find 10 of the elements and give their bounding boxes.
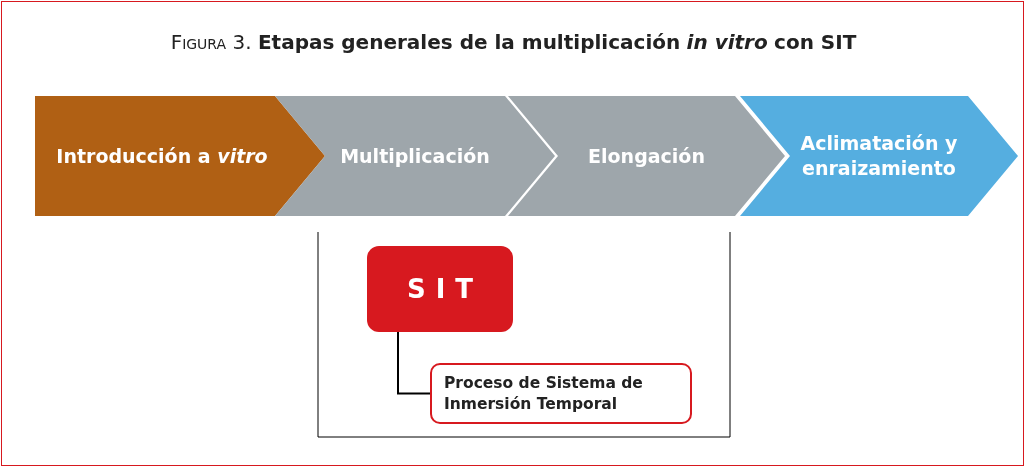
stage-label: Introducción a vitro (56, 143, 268, 169)
callout-box (430, 363, 692, 424)
stage-label: Multiplicación (340, 143, 490, 169)
stage-label: Aclimatación y enraizamiento (799, 131, 959, 181)
figure-title: Figura 3. Etapas generales de la multiplicación in vitro con SIT (169, 30, 858, 54)
callout-text: Proceso de Sistema de Inmersión Temporal (444, 373, 644, 414)
leader-line (397, 331, 431, 395)
box-label: SIT (405, 274, 484, 304)
process-box (367, 246, 513, 332)
stage-label: Elongación (588, 143, 705, 169)
